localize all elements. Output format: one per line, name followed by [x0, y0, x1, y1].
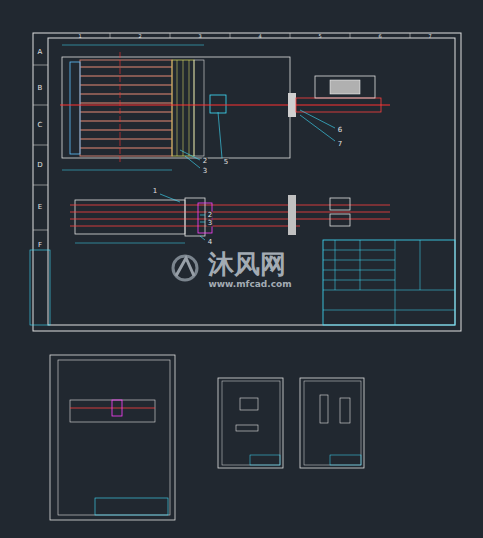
callout-number: 2 [207, 212, 213, 219]
callout-number: 7 [337, 141, 343, 148]
callout-number: 6 [337, 127, 343, 134]
grid-number: 2 [137, 34, 142, 39]
callout-number: 3 [202, 168, 208, 175]
grid-number: 6 [377, 34, 382, 39]
grid-number: 1 [77, 34, 82, 39]
grid-letter: B [37, 85, 44, 92]
grid-letter: D [36, 162, 43, 169]
grid-number: 3 [197, 34, 202, 39]
callout-number: 3 [207, 220, 213, 227]
watermark: 沐风网 [207, 251, 287, 277]
grid-letter: A [37, 49, 44, 56]
grid-number: 5 [317, 34, 322, 39]
callout-number: 1 [152, 188, 158, 195]
grid-number: 4 [257, 34, 262, 39]
callout-number: 2 [202, 158, 208, 165]
callout-number: 4 [207, 239, 213, 246]
grid-letter: C [37, 122, 44, 129]
callout-number: 5 [223, 159, 229, 166]
grid-letter: F [37, 242, 43, 249]
grid-number: 7 [427, 34, 432, 39]
grid-letter: E [37, 204, 43, 211]
watermark: www.mfcad.com [207, 280, 292, 289]
